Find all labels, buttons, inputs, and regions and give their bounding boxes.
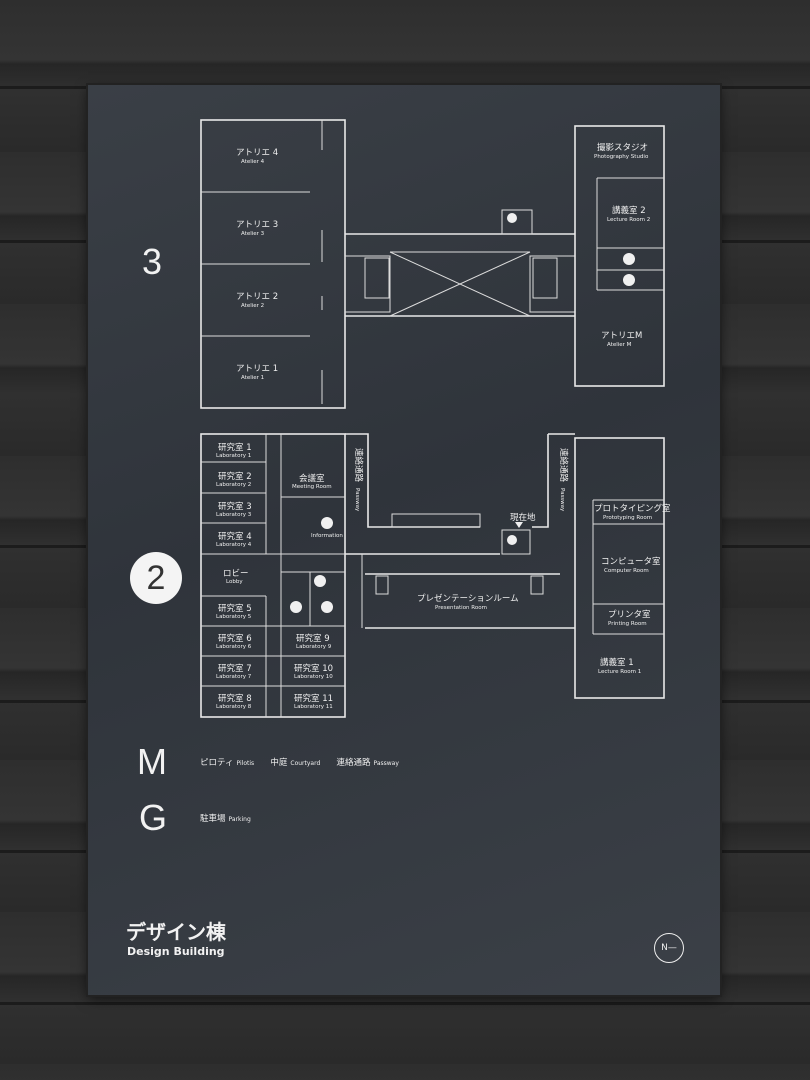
svg-text:Atelier 3: Atelier 3 (241, 231, 265, 237)
room-laboratory-6: 研究室 6 (218, 633, 252, 644)
passway-label-right: 連絡通路 (558, 448, 569, 483)
room-laboratory-5: 研究室 5 (218, 603, 252, 614)
svg-text:Laboratory 7: Laboratory 7 (216, 674, 252, 680)
room-laboratory-11: 研究室 11 (294, 693, 333, 704)
room-lecture-2: 講義室 2 (612, 205, 646, 216)
room-atelier-3: アトリエ 3 (236, 220, 278, 230)
svg-text:Meeting Room: Meeting Room (292, 484, 332, 490)
room-laboratory-7: 研究室 7 (218, 663, 252, 674)
plan-3f: アトリエ 4 Atelier 4 アトリエ 3 Atelier 3 アトリエ 2… (200, 119, 665, 409)
svg-text:Prototyping Room: Prototyping Room (603, 515, 652, 521)
svg-text:Atelier 2: Atelier 2 (241, 303, 264, 309)
building-title-jp: デザイン棟 (126, 920, 226, 944)
floor-guide-plate (88, 85, 720, 995)
room-laboratory-9: 研究室 9 (296, 633, 330, 644)
room-laboratory-1: 研究室 1 (218, 442, 252, 453)
svg-text:Photography Studio: Photography Studio (594, 154, 649, 160)
room-printing: プリンタ室 (608, 609, 651, 620)
floor-m-label: M (137, 741, 167, 782)
restroom-men-icon (321, 601, 333, 613)
svg-text:Lecture Room 2: Lecture Room 2 (607, 217, 650, 223)
svg-text:Atelier M: Atelier M (607, 342, 632, 348)
plan-2f: 研究室 1 Laboratory 1 研究室 2 Laboratory 2 研究… (200, 433, 671, 718)
svg-text:Presentation Room: Presentation Room (435, 605, 487, 611)
svg-text:Lecture Room 1: Lecture Room 1 (598, 669, 641, 675)
svg-text:Computer Room: Computer Room (604, 568, 649, 574)
svg-text:Atelier 4: Atelier 4 (241, 159, 265, 165)
room-laboratory-4: 研究室 4 (218, 531, 252, 542)
elevator-icon (507, 535, 517, 545)
svg-text:Laboratory 4: Laboratory 4 (216, 542, 252, 548)
restroom-women-icon (623, 253, 635, 265)
room-computer: コンピュータ室 (601, 556, 661, 567)
room-meeting: 会議室 (299, 473, 325, 484)
room-atelier-2: アトリエ 2 (236, 292, 278, 302)
svg-text:Laboratory 10: Laboratory 10 (294, 674, 333, 680)
information-label: Information (311, 533, 343, 539)
room-prototyping: プロトタイピング室 (594, 503, 671, 514)
floor-3-label: 3 (142, 241, 163, 282)
wall-seam (0, 1002, 810, 1005)
svg-text:Printing Room: Printing Room (608, 621, 647, 627)
building-title-en: Design Building (127, 945, 225, 958)
svg-text:Laboratory 6: Laboratory 6 (216, 644, 252, 650)
svg-text:Passway: Passway (559, 488, 565, 512)
room-presentation: プレゼンテーションルーム (417, 593, 519, 604)
svg-text:Lobby: Lobby (226, 579, 243, 585)
room-lecture-1: 講義室 1 (600, 657, 634, 668)
passway-label-left: 連絡通路 (353, 448, 364, 483)
svg-text:Passway: Passway (354, 488, 360, 512)
svg-text:Laboratory 11: Laboratory 11 (294, 704, 333, 710)
room-lobby: ロビー (223, 569, 249, 579)
room-laboratory-3: 研究室 3 (218, 501, 252, 512)
floor-2-current-badge: 2 (130, 552, 182, 604)
svg-text:Laboratory 9: Laboratory 9 (296, 644, 332, 650)
svg-text:Laboratory 5: Laboratory 5 (216, 614, 252, 620)
room-laboratory-2: 研究室 2 (218, 471, 252, 482)
room-atelier-m: アトリエM (601, 331, 642, 341)
north-arrow-icon: N— (654, 933, 684, 963)
room-photography-studio: 撮影スタジオ (597, 142, 648, 153)
room-atelier-1: アトリエ 1 (236, 364, 278, 374)
svg-text:Laboratory 1: Laboratory 1 (216, 453, 251, 459)
room-laboratory-10: 研究室 10 (294, 663, 333, 674)
svg-text:Laboratory 2: Laboratory 2 (216, 482, 251, 488)
current-location-marker (515, 522, 523, 528)
room-laboratory-8: 研究室 8 (218, 693, 252, 704)
floor-g-label: G (139, 797, 168, 838)
accessible-restroom-icon (314, 575, 326, 587)
information-icon (321, 517, 333, 529)
svg-text:Laboratory 3: Laboratory 3 (216, 512, 252, 518)
current-location-label: 現在地 (510, 512, 536, 523)
restroom-women-icon (290, 601, 302, 613)
room-atelier-4: アトリエ 4 (236, 148, 278, 158)
elevator-icon (507, 213, 517, 223)
restroom-men-icon (623, 274, 635, 286)
svg-text:Laboratory 8: Laboratory 8 (216, 704, 252, 710)
svg-text:Atelier 1: Atelier 1 (241, 375, 264, 381)
